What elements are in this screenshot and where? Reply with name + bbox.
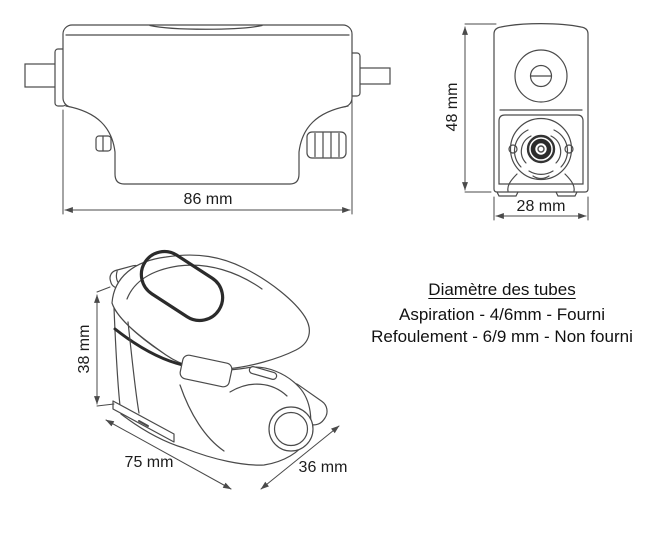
iso-vent-slot [248,366,278,380]
iso-width-dimension-label: 36 mm [299,459,348,476]
front-width-dimension [62,97,353,215]
tube-diameter-note: Diamètre des tubes Aspiration - 4/6mm - … [352,280,650,348]
iso-height-dimension [94,286,115,407]
isometric-view [94,249,340,490]
side-depth-dimension-label: 28 mm [517,198,566,215]
iso-length-dimension [105,419,232,490]
side-height-dimension-label: 48 mm [444,83,461,132]
tube-note-aspiration: Aspiration - 4/6mm - Fourni [399,305,605,324]
side-pump-boss [507,117,575,192]
side-view [462,23,589,221]
power-cable-left [24,63,58,88]
iso-lid-ring [139,249,225,323]
side-depth-dimension [493,196,589,221]
side-height-dimension [462,23,497,193]
iso-seam-stripe [113,327,185,367]
iso-lid [111,254,310,371]
iso-height-dimension-label: 38 mm [76,325,93,374]
front-view [24,24,391,215]
front-width-dimension-label: 86 mm [184,191,233,208]
iso-latch-clip [179,354,233,388]
pump-front-skirt [65,105,349,185]
pump-side-outline [493,23,589,193]
drain-barb-fitting [306,131,347,159]
iso-length-dimension-label: 75 mm [125,454,174,471]
power-cable-right [357,67,391,85]
iso-width-dimension [260,425,340,490]
tube-note-refoulement: Refoulement - 6/9 mm - Non fourni [371,327,633,346]
inlet-nub-fitting [95,135,112,152]
tube-note-title: Diamètre des tubes [428,280,576,299]
side-screw-boss [514,49,568,103]
pump-front-outline [62,24,353,108]
